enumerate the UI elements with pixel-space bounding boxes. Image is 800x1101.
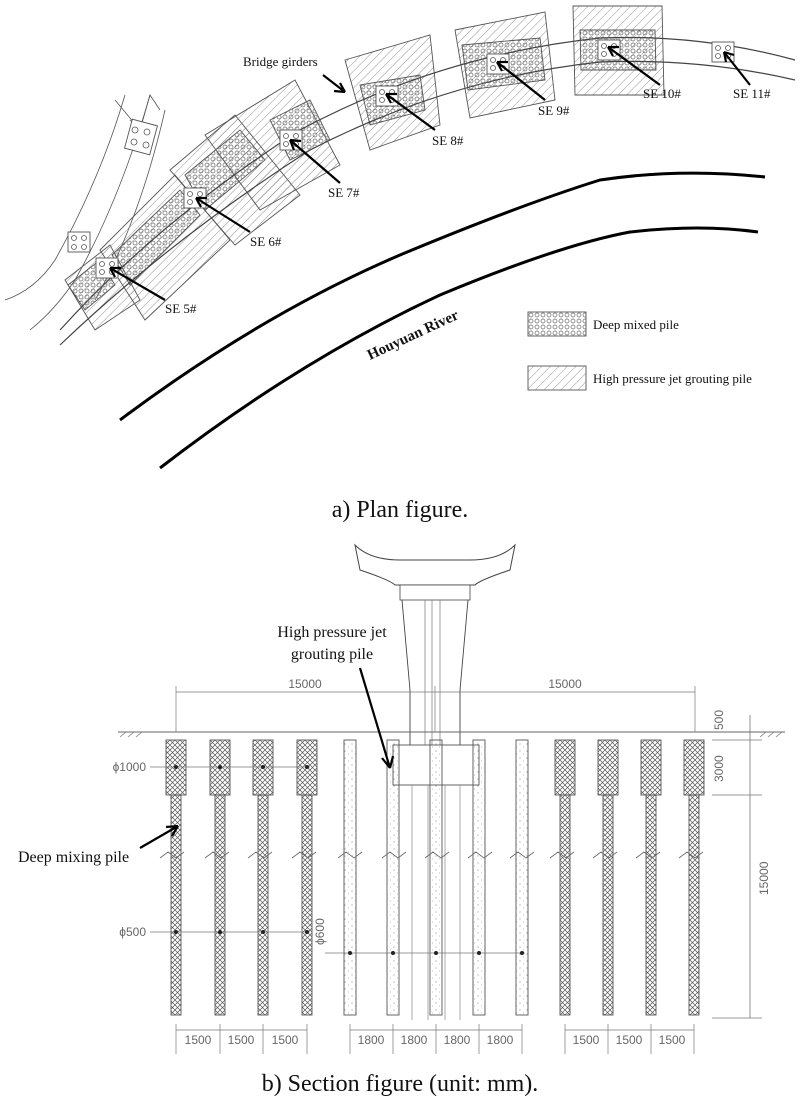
legend-jet-grouting: High pressure jet grouting pile [593,371,752,386]
dim-spacing-r2: 1500 [616,1033,643,1047]
label-se6: SE 6# [250,234,282,249]
label-se8: SE 8# [432,133,464,148]
caption-section: b) Section figure (unit: mm). [262,1071,539,1097]
ground-line [118,731,785,738]
bridge-girders-label: Bridge girders [243,54,318,69]
dim-depth: 15000 [757,861,771,895]
legend: Deep mixed pile High pressure jet grouti… [527,311,752,391]
legend-deep-mixed: Deep mixed pile [593,317,679,332]
dim-spacing-l2: 1500 [228,1033,255,1047]
dim-dia-500: ϕ500 [119,925,146,939]
dim-spacing-m3: 1800 [444,1033,471,1047]
caption-plan: a) Plan figure. [332,497,469,523]
section-figure: ϕ1000 ϕ500 ϕ600 15000 15000 500 3000 150… [18,543,785,1097]
dim-spacing-l1: 1500 [185,1033,212,1047]
pier-se6 [183,187,207,209]
river-banks [119,171,766,470]
legend-swatch-jet-grouting [527,365,587,391]
dim-top: 500 [712,710,726,730]
dim-dia-600: ϕ600 [313,918,327,945]
dim-spacing-m1: 1800 [358,1033,385,1047]
dim-left-width: 15000 [288,677,322,691]
dim-dia-1000: ϕ1000 [113,760,147,774]
deep-label: Deep mixing pile [18,849,129,866]
approach-road [4,94,166,331]
dim-spacing-r3: 1500 [659,1033,686,1047]
label-se9: SE 9# [538,103,570,118]
label-se5: SE 5# [165,301,197,316]
jet-grouting-piles [343,739,529,1016]
dim-spacing-l3: 1500 [272,1033,299,1047]
label-se11: SE 11# [733,86,771,101]
label-se7: SE 7# [328,185,360,200]
pier-arrows [109,45,751,301]
diameter-lines [150,765,525,955]
river-label: Houyuan River [365,307,462,363]
jet-label-line1: High pressure jet [277,624,387,641]
bridge-girders [59,36,796,346]
dim-spacing-r1: 1500 [573,1033,600,1047]
ground-blocks [64,5,665,331]
dim-upper: 3000 [712,755,726,782]
deep-mixing-piles-right [554,739,705,1016]
deep-mixing-piles-left [165,739,318,1016]
top-dimensions [175,686,696,732]
legend-swatch-deep-mixed [527,311,587,337]
jet-arrow [358,667,395,769]
label-se10: SE 10# [643,86,681,101]
dim-spacing-m2: 1800 [401,1033,428,1047]
jet-label-line2: grouting pile [291,646,373,663]
bottom-dimensions [175,1024,695,1054]
deep-arrow [139,824,179,849]
plan-figure: SE 5# SE 6# SE 7# SE 8# SE 9# SE 10# SE … [4,5,796,523]
break-marks [159,851,704,859]
right-dimensions [712,715,762,1019]
dim-spacing-m4: 1800 [487,1033,514,1047]
dim-right-width: 15000 [548,677,582,691]
